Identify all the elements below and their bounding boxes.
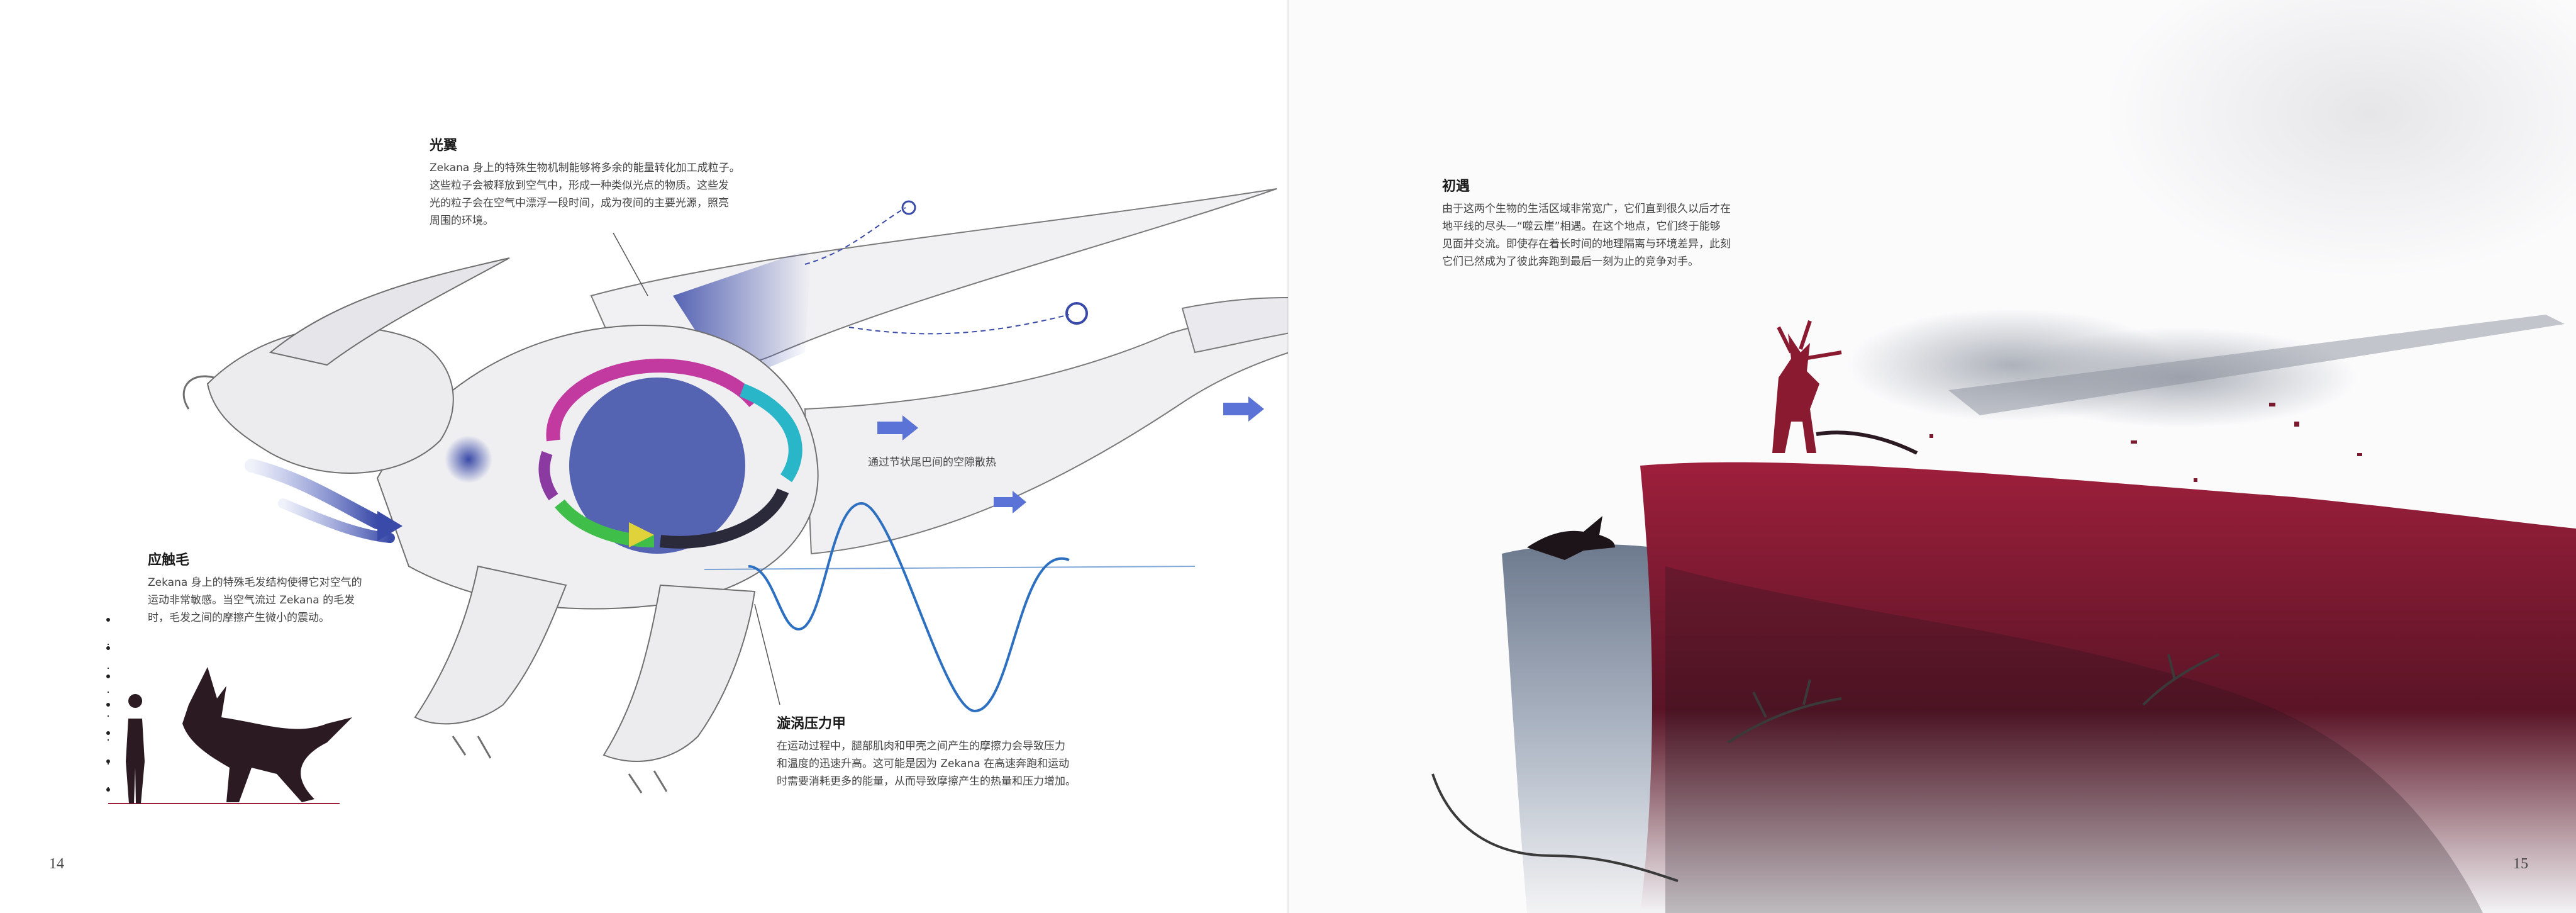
- crimson-creature-tail: [1816, 430, 1918, 455]
- claws: [452, 736, 668, 793]
- annotation-guangyi-line-2: 这些粒子会被释放到空气中，形成一种类似光点的物质。这些发: [430, 179, 729, 192]
- annotation-xuanwo-line-1: 在运动过程中，腿部肌肉和甲壳之间产生的摩擦力会导致压力: [777, 740, 1065, 753]
- annotation-guangyi: 光翼 Zekana 身上的特殊生物机制能够将多余的能量转化加工成粒子。 这些粒子…: [430, 134, 807, 230]
- particle-2: [1065, 302, 1088, 325]
- crimson-creature: [1772, 333, 1819, 453]
- annotation-chuchumao-line-2: 运动非常敏感。当空气流过 Zekana 的毛发: [148, 594, 355, 607]
- annotation-chuyu-line-2: 地平线的尽头—“噬云崖”相遇。在这个地点，它们终于能够: [1442, 220, 1721, 233]
- crimson-creature-horns: [1777, 320, 1842, 361]
- horn-lower: [182, 375, 214, 410]
- annotation-chuyu-title: 初遇: [1442, 179, 1470, 194]
- annotation-chuchumao-title: 应触毛: [148, 552, 190, 568]
- right-page-number: 15: [2513, 856, 2528, 872]
- dead-branch-1: [1431, 773, 1679, 882]
- right-page: 初遇 由于这两个生物的生活区域非常宽广，它们直到很久以后才在 地平线的尽头—“噬…: [1288, 0, 2576, 913]
- upper-wing-vane: [673, 249, 811, 384]
- scale-comparison: [106, 618, 352, 804]
- tail-fin: [1181, 297, 1288, 354]
- left-page: 光翼 Zekana 身上的特殊生物机制能够将多余的能量转化加工成粒子。 这些粒子…: [49, 134, 1288, 872]
- particle-1: [901, 200, 916, 215]
- left-page-number: 14: [49, 856, 64, 872]
- air-flow-arrow-1: [245, 459, 384, 529]
- wave-baseline: [704, 566, 1196, 570]
- annotation-guangyi-title: 光翼: [430, 138, 458, 154]
- debris-particles: [1929, 403, 2362, 482]
- horn-main: [269, 257, 510, 366]
- creature-anatomy-illustration: [106, 188, 1288, 804]
- annotation-xuanwo-title: 漩涡压力甲: [777, 716, 847, 732]
- energy-ring: [538, 359, 802, 554]
- annotation-xuanwo: 漩涡压力甲 在运动过程中，腿部肌肉和甲壳之间产生的摩擦力会导致压力 和温度的迅速…: [777, 712, 1154, 790]
- annotation-xuanwo-line-3: 时需要消耗更多的能量，从而导致摩擦产生的热量和压力增加。: [777, 775, 1076, 788]
- annotation-guangyi-line-4: 周围的环境。: [430, 215, 494, 227]
- annotation-chuyu-line-3: 见面并交流。即使存在着长时间的地理隔离与环境差异，此刻: [1442, 238, 1731, 250]
- annotation-guangyi-line-1: Zekana 身上的特殊生物机制能够将多余的能量转化加工成粒子。: [430, 162, 740, 174]
- human-silhouette: [126, 693, 145, 804]
- leader-xuanwo: [754, 603, 780, 705]
- air-flow-head: [377, 511, 402, 541]
- annotation-chuchumao-line-1: Zekana 身上的特殊毛发结构使得它对空气的: [148, 576, 362, 589]
- dark-creature: [1527, 516, 1615, 560]
- leader-guangyi: [613, 232, 648, 296]
- hind-leg: [602, 584, 756, 762]
- spread-gutter: [1287, 0, 1289, 913]
- annotation-chuyu-line-1: 由于这两个生物的生活区域非常宽广，它们直到很久以后才在: [1442, 203, 1731, 215]
- annotation-xuanwo-line-2: 和温度的迅速升高。这可能是因为 Zekana 在高速奔跑和运动: [777, 758, 1070, 770]
- annotation-chuchumao-line-3: 时，毛发之间的摩擦产生微小的震动。: [148, 612, 330, 624]
- creature-silhouette: [182, 667, 352, 802]
- front-leg: [414, 565, 567, 725]
- heat-arrow-3: [994, 491, 1026, 513]
- annotation-guangyi-line-3: 光的粒子会在空气中漂浮一段时间，成为夜间的主要光源，照亮: [430, 197, 729, 210]
- cliff-shadow: [1665, 566, 2483, 913]
- crimson-cliff: [1640, 462, 2576, 913]
- dead-branch-2: [1727, 679, 1842, 744]
- pressure-wave: [748, 501, 1070, 713]
- tail-heat-note: 通过节状尾巴间的空隙散热: [868, 456, 996, 469]
- heat-arrow-2: [1223, 396, 1264, 422]
- cliff-encounter-illustration: [1431, 0, 2576, 913]
- heat-arrow-1: [877, 415, 918, 440]
- annotation-chuyu: 初遇 由于这两个生物的生活区域非常宽广，它们直到很久以后才在 地平线的尽头—“噬…: [1442, 175, 1845, 271]
- marble-texture: [2106, 0, 2576, 277]
- cloud-streak: [1948, 315, 2565, 415]
- annotation-chuyu-line-4: 它们已然成为了彼此奔跑到最后一刻为止的竞争对手。: [1442, 255, 1699, 268]
- tail: [804, 313, 1288, 555]
- particle-trail-2: [848, 314, 1070, 335]
- dead-branch-3: [2142, 653, 2219, 706]
- eye-glow: [445, 435, 492, 483]
- annotation-chuchumao: 应触毛 Zekana 身上的特殊毛发结构使得它对空气的 运动非常敏感。当空气流过…: [148, 549, 412, 627]
